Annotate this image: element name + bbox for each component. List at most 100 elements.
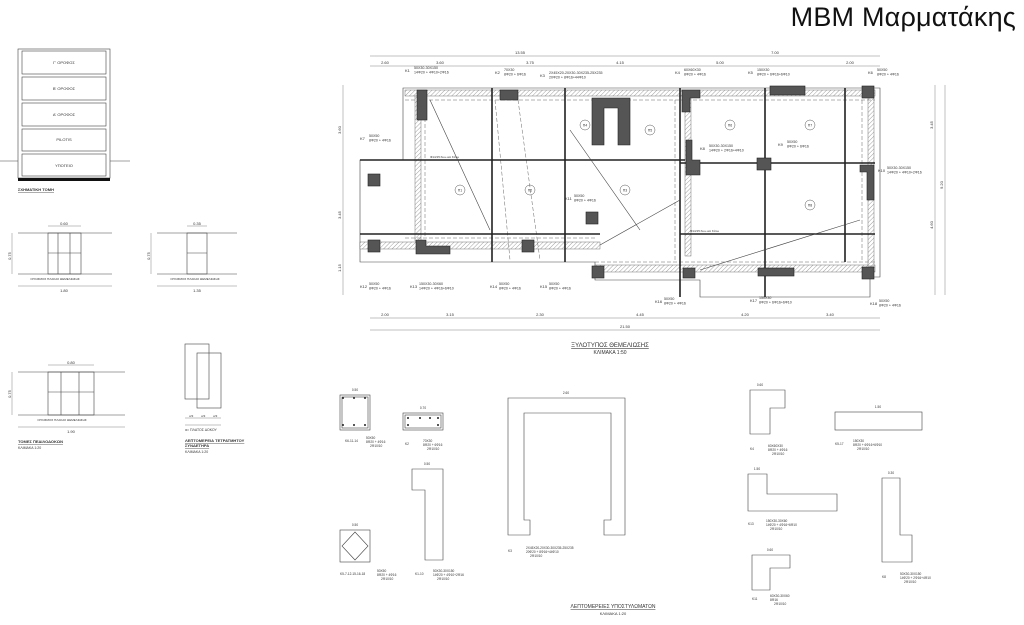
- beam-note: Φ14/15 Άνω και Κάτω: [690, 229, 720, 233]
- column-id: K2: [495, 70, 501, 75]
- detail-rebar: 14Φ20 + 2Φ16+4Φ10: [900, 576, 931, 580]
- column-size: 50X50: [574, 194, 584, 198]
- dim-label: 2.60: [381, 60, 390, 65]
- column-size: 50X50: [787, 140, 797, 144]
- column-size: 50X50: [499, 282, 509, 286]
- beam-height: 0.75: [7, 251, 12, 260]
- detail-dim: 0.50: [424, 462, 430, 466]
- column-rebar: 8Φ20 + 4Φ16: [877, 73, 899, 77]
- detail-dim: 0.70: [420, 406, 426, 410]
- slab-label: Π7: [808, 124, 813, 128]
- detail-stirrup: 2Φ10/10: [904, 580, 917, 584]
- slab-label: Π2: [528, 189, 533, 193]
- floor-label: Γ' ΟΡΟΦΟΣ: [53, 60, 75, 65]
- slab-label: ΟΠΛΙΣΜΟΣ ΠΛΑΚΑΣ ΘΕΜΕΛΙΩΣΗΣ: [30, 277, 80, 281]
- detail-size: 50X30-30X150: [900, 572, 921, 576]
- detail-stirrup: 2Φ10/10: [370, 444, 383, 448]
- beam-width: 0.35: [193, 221, 202, 226]
- column-rebar: 8Φ20 + 4Φ16: [574, 199, 596, 203]
- slab-marker: [724, 119, 736, 131]
- column-id: K1: [405, 68, 411, 73]
- column-rebar: 8Φ20 + 4Φ16: [499, 287, 521, 291]
- detail-size: 150X30-30X60: [766, 519, 787, 523]
- slab-label: Π8: [808, 204, 813, 208]
- detail-rebar: 14Φ20 + 4Φ16+6Φ10: [766, 523, 797, 527]
- column-size: 50X30-30X150: [709, 144, 733, 148]
- stirrup-note: α= ΠΛΑΤΟΣ ΔΟΚΟΥ: [185, 428, 218, 432]
- rebar-dot: [342, 424, 344, 426]
- rebar-dot: [364, 424, 366, 426]
- detail-id: K13: [748, 522, 754, 526]
- detail-rebar: 8Φ20 + 6Φ16+6Φ10: [853, 443, 882, 447]
- column-id: K7: [360, 136, 366, 141]
- detail-dim: 0.50: [352, 523, 358, 527]
- detail-dim: 0.60: [757, 383, 763, 387]
- slab-label: ΟΠΛΙΣΜΟΣ ΠΛΑΚΑΣ ΘΕΜΕΛΙΩΣΗΣ: [37, 418, 87, 422]
- beam-height: 0.75: [146, 251, 151, 260]
- beam-width: 0.80: [67, 360, 76, 365]
- dim-label: 3.40: [826, 312, 835, 317]
- slab-label: Π6: [728, 124, 733, 128]
- detail-stirrup: 2Φ10/10: [530, 554, 543, 558]
- beam-length: 1.90: [67, 429, 76, 434]
- detail-dim: 1.50: [875, 405, 881, 409]
- dim-label: 1.15: [337, 263, 342, 272]
- detail-stirrup: 2Φ10/10: [770, 527, 783, 531]
- column-size: 150X30: [759, 296, 771, 300]
- dim-label: 13.55: [515, 50, 526, 55]
- column-rebar: 8Φ20 + 4Φ16: [369, 287, 391, 291]
- stirrup-dim: α/3: [189, 414, 194, 418]
- column-id: K16: [655, 299, 663, 304]
- detail-size: 2X45X20-20X30-30X235-25X235: [526, 546, 574, 550]
- beam-section-1: 0.60 1.80 0.75 ΟΠΛΙΣΜΟΣ ΠΛΑΚΑΣ ΘΕΜΕΛΙΩΣΗ…: [7, 221, 112, 293]
- column-size: 150X30-30X60: [419, 282, 443, 286]
- stirrup-title: ΛΕΠΤΟΜΕΡΕΙΑ ΤΕΤΡΑΤΜΗΤΟΥ: [185, 438, 245, 443]
- detail-dim: 0.60: [767, 548, 773, 552]
- dim-label: 4.20: [741, 312, 750, 317]
- dim-label: 3.60: [337, 125, 342, 134]
- beams-title: ΤΟΜΕΣ ΠΕΔΙΛΟΔΟΚΩΝ: [18, 439, 63, 444]
- rebar-dot: [437, 424, 439, 426]
- detail-rebar: 8Φ16: [770, 598, 778, 602]
- column-size: 2X45X20-20X30-30X235-25X235: [549, 71, 603, 75]
- detail-rebar: 8Φ20 + 4Φ16: [377, 573, 397, 577]
- detail-size: 70X30: [423, 439, 432, 443]
- detail-stirrup: 2Φ10/10: [427, 447, 440, 451]
- column-id: K6: [868, 70, 874, 75]
- column-rebar: 8Φ20 + 4Φ16: [684, 73, 706, 77]
- stirrup-scale: ΚΛΙΜΑΚΑ 1:20: [185, 450, 208, 454]
- detail-dim: 0.30: [888, 471, 894, 475]
- column-size: 50X30-30X150: [414, 66, 438, 70]
- beam-width: 0.60: [60, 221, 69, 226]
- dim-label: 2.30: [536, 312, 545, 317]
- beam-note: Φ14/15 Άνω και Κάτω: [430, 155, 460, 159]
- beam-length: 1.35: [193, 288, 202, 293]
- column-id: K4: [675, 70, 681, 75]
- column-id: K15: [540, 284, 548, 289]
- slab-label: Π1: [458, 189, 463, 193]
- column-size: 50X50: [369, 134, 379, 138]
- floor-label: Α' ΟΡΟΦΟΣ: [53, 112, 76, 117]
- detail-rebar: 14Φ20 + 4Φ10+2Φ16: [433, 573, 464, 577]
- detail-stirrup: 2Φ10/10: [437, 577, 450, 581]
- column-id: K10: [878, 168, 886, 173]
- rebar-dot: [353, 397, 355, 399]
- detail-size: 50X50: [377, 569, 386, 573]
- column-rebar: 14Φ20 + 4Φ16+6Φ10: [419, 287, 454, 291]
- detail-stirrup: 2Φ10/10: [772, 452, 785, 456]
- dim-label: 7.00: [771, 50, 780, 55]
- dim-label: 3.60: [436, 60, 445, 65]
- column-rebar: 8Φ20 + 4Φ16: [549, 287, 571, 291]
- plan-scale: ΚΛΙΜΑΚΑ 1:50: [593, 350, 626, 356]
- column-id: K12: [360, 284, 368, 289]
- column-id: K5: [748, 70, 754, 75]
- column-size: 50X50: [877, 68, 887, 72]
- detail-stirrup: 2Φ10/10: [857, 447, 870, 451]
- column-size: 50X50: [879, 299, 889, 303]
- dim-label: 2.00: [846, 60, 855, 65]
- column-rebar: 8Φ20 + 4Φ16: [369, 139, 391, 143]
- rebar-dot: [407, 424, 409, 426]
- dim-label: 3.75: [526, 60, 535, 65]
